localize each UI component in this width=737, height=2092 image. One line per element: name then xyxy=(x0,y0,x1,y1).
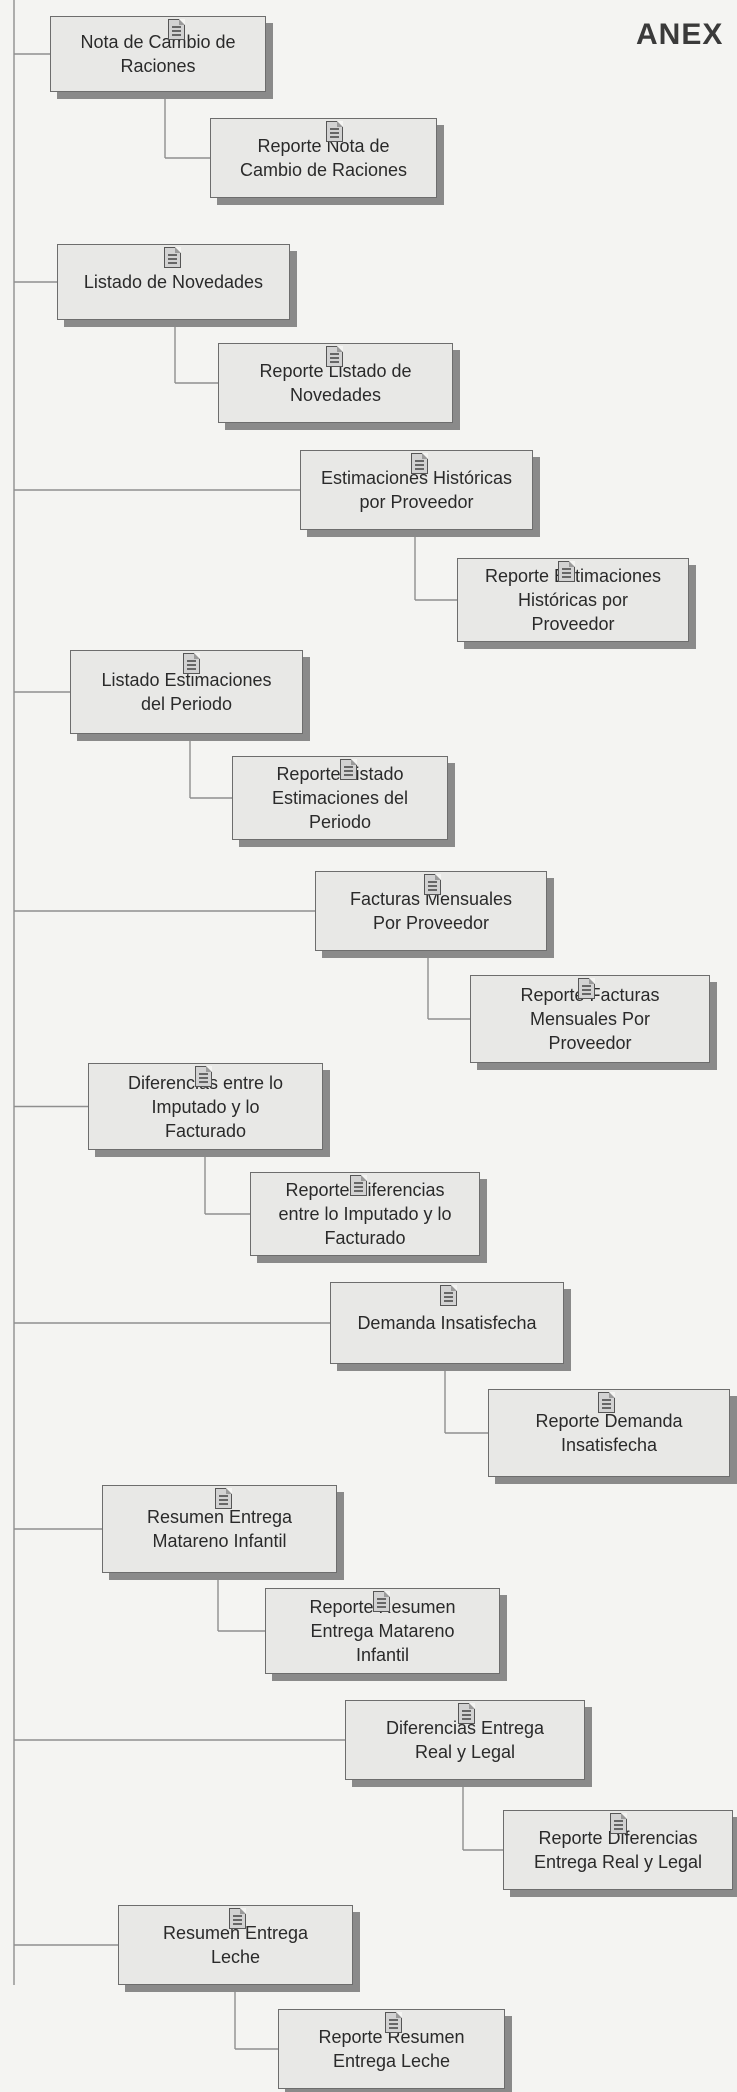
document-icon xyxy=(458,1703,475,1724)
node-label: Listado Estimaciones del Periodo xyxy=(101,670,272,714)
node-resumen-entrega-leche[interactable]: Resumen Entrega Leche xyxy=(118,1905,353,1985)
node-label: Resumen Entrega Leche xyxy=(162,1923,309,1967)
document-icon xyxy=(598,1392,615,1413)
node-demanda-insatisfecha[interactable]: Demanda Insatisfecha xyxy=(330,1282,564,1364)
page-title: ANEX xyxy=(636,18,724,51)
node-reporte-facturas-mensuales[interactable]: Reporte Facturas Mensuales Por Proveedor xyxy=(470,975,710,1063)
node-label: Listado de Novedades xyxy=(83,272,264,292)
node-label: Reporte Demanda Insatisfecha xyxy=(535,1411,683,1455)
document-icon xyxy=(350,1175,367,1196)
node-label: Demanda Insatisfecha xyxy=(357,1313,537,1333)
node-reporte-listado-estimaciones[interactable]: Reporte Listado Estimaciones del Periodo xyxy=(232,756,448,840)
node-listado-novedades[interactable]: Listado de Novedades xyxy=(57,244,290,320)
node-reporte-nota-cambio-raciones[interactable]: Reporte Nota de Cambio de Raciones xyxy=(210,118,437,198)
document-icon xyxy=(326,346,343,367)
node-facturas-mensuales[interactable]: Facturas Mensuales Por Proveedor xyxy=(315,871,547,951)
node-reporte-diferencias-real-legal[interactable]: Reporte Diferencias Entrega Real y Legal xyxy=(503,1810,733,1890)
document-icon xyxy=(440,1285,457,1306)
node-listado-estimaciones-periodo[interactable]: Listado Estimaciones del Periodo xyxy=(70,650,303,734)
document-icon xyxy=(164,247,181,268)
document-icon xyxy=(411,453,428,474)
node-label: Reporte Facturas Mensuales Por Proveedor xyxy=(520,985,660,1053)
node-label: Nota de Cambio de Raciones xyxy=(80,32,236,76)
node-label: Resumen Entrega Matareno Infantil xyxy=(146,1507,293,1551)
node-diferencias-imputado-facturado[interactable]: Diferencias entre lo Imputado y lo Factu… xyxy=(88,1063,323,1150)
node-nota-cambio-raciones[interactable]: Nota de Cambio de Raciones xyxy=(50,16,266,92)
node-label: Reporte Diferencias entre lo Imputado y … xyxy=(278,1180,452,1248)
document-icon xyxy=(373,1591,390,1612)
node-label: Diferencias Entrega Real y Legal xyxy=(385,1718,545,1762)
document-icon xyxy=(168,19,185,40)
node-reporte-listado-novedades[interactable]: Reporte Listado de Novedades xyxy=(218,343,453,423)
node-label: Reporte Listado Estimaciones del Periodo xyxy=(271,764,409,832)
document-icon xyxy=(424,874,441,895)
node-diferencias-entrega-real-legal[interactable]: Diferencias Entrega Real y Legal xyxy=(345,1700,585,1780)
node-label: Reporte Resumen Entrega Leche xyxy=(318,2027,465,2071)
document-icon xyxy=(215,1488,232,1509)
document-icon xyxy=(229,1908,246,1929)
node-label: Reporte Nota de Cambio de Raciones xyxy=(239,136,408,180)
node-label: Facturas Mensuales Por Proveedor xyxy=(349,889,513,933)
document-icon xyxy=(610,1813,627,1834)
node-label: Reporte Resumen Entrega Matareno Infanti… xyxy=(309,1597,456,1665)
node-reporte-resumen-matareno[interactable]: Reporte Resumen Entrega Matareno Infanti… xyxy=(265,1588,500,1674)
node-resumen-entrega-matareno[interactable]: Resumen Entrega Matareno Infantil xyxy=(102,1485,337,1573)
node-reporte-demanda-insatisfecha[interactable]: Reporte Demanda Insatisfecha xyxy=(488,1389,730,1477)
document-icon xyxy=(340,759,357,780)
document-icon xyxy=(558,561,575,582)
node-estimaciones-historicas[interactable]: Estimaciones Históricas por Proveedor xyxy=(300,450,533,530)
node-label: Estimaciones Históricas por Proveedor xyxy=(320,468,513,512)
node-label: Reporte Estimaciones Históricas por Prov… xyxy=(484,566,662,634)
node-reporte-resumen-leche[interactable]: Reporte Resumen Entrega Leche xyxy=(278,2009,505,2089)
document-icon xyxy=(578,978,595,999)
node-reporte-estimaciones-historicas[interactable]: Reporte Estimaciones Históricas por Prov… xyxy=(457,558,689,642)
document-icon xyxy=(385,2012,402,2033)
node-reporte-diferencias-imputado[interactable]: Reporte Diferencias entre lo Imputado y … xyxy=(250,1172,480,1256)
document-icon xyxy=(195,1066,212,1087)
node-label: Reporte Diferencias Entrega Real y Legal xyxy=(533,1828,703,1872)
document-icon xyxy=(183,653,200,674)
document-icon xyxy=(326,121,343,142)
